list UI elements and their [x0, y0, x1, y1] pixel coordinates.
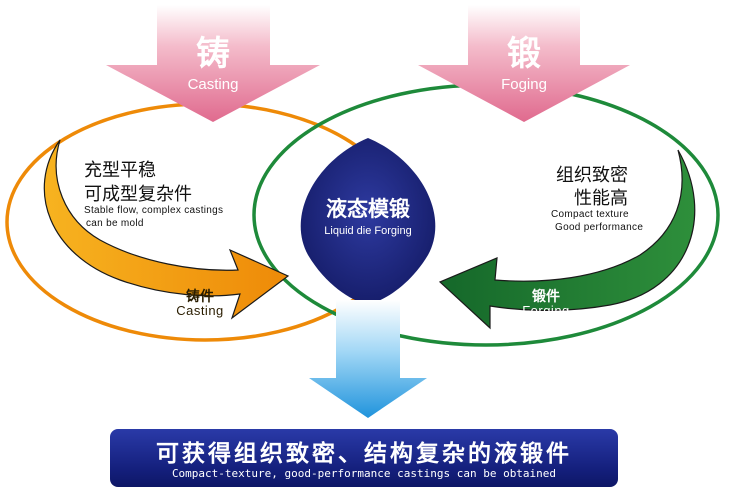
forging-product-label: 锻件: [532, 289, 560, 305]
forging-product-sublabel: Forging: [522, 303, 570, 318]
forging-arrow-subtitle: Foging: [501, 76, 547, 93]
forging-benefit-en2: Good performance: [555, 222, 644, 233]
forging-benefit-line2: 性能高: [574, 188, 628, 209]
result-subtitle: Compact-texture, good-performance castin…: [171, 467, 557, 480]
forging-benefit-en1: Compact texture: [551, 209, 629, 220]
casting-input-arrow: [106, 5, 320, 122]
casting-arrow-subtitle: Casting: [187, 76, 239, 93]
casting-cycle-arrow: [43, 139, 290, 320]
forging-input-arrow: [418, 5, 630, 122]
casting-product-label: 铸件: [186, 289, 214, 305]
casting-benefit-en1: Stable flow, complex castings: [84, 205, 224, 216]
casting-benefit-line2: 可成型复杂件: [84, 184, 192, 205]
center-title: 液态模锻: [326, 197, 410, 221]
casting-benefit-line1: 充型平稳: [84, 160, 156, 181]
forging-benefit-line1: 组织致密: [556, 165, 628, 186]
casting-product-sublabel: Casting: [176, 303, 224, 318]
forging-arrow-title: 锻: [507, 34, 541, 74]
casting-benefit-en2: can be mold: [86, 218, 144, 229]
result-banner: [110, 429, 618, 487]
center-subtitle: Liquid die Forging: [324, 225, 412, 237]
liquid-die-forging-core: [300, 138, 436, 305]
forging-cycle-arrow: [438, 149, 696, 330]
result-down-arrow: [309, 300, 427, 418]
result-title: 可获得组织致密、结构复杂的液锻件: [156, 441, 572, 467]
casting-arrow-title: 铸: [196, 34, 230, 74]
